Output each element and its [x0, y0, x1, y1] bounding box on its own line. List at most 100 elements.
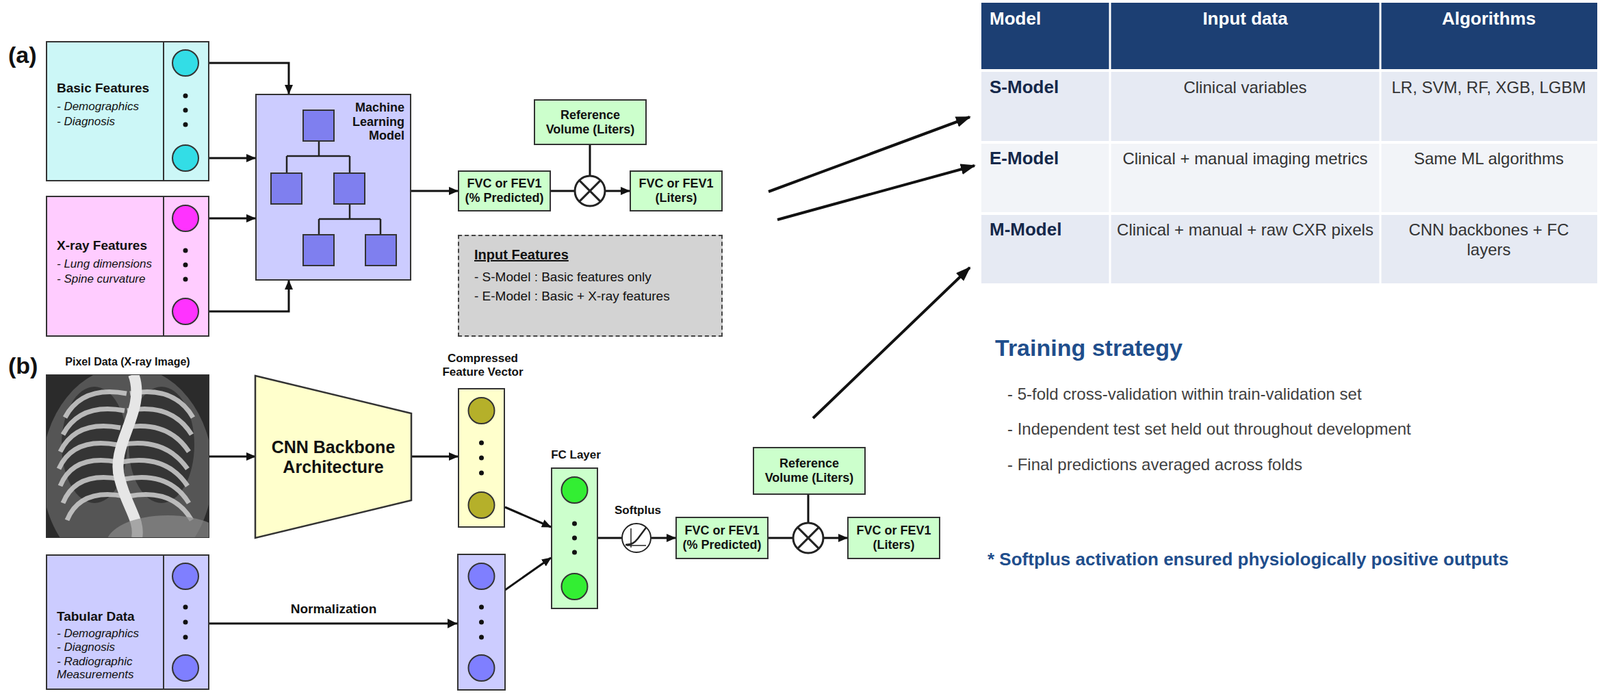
multiply-symbol	[807, 494, 810, 523]
node-title: Reference Volume (Liters)	[762, 456, 857, 485]
fc-circles	[561, 476, 588, 600]
fc-circles	[572, 521, 577, 527]
node-title: Machine Learning Model	[336, 100, 405, 144]
connector	[209, 455, 256, 458]
node-title: Softplus	[605, 503, 670, 518]
table-header: Algorithms	[1380, 8, 1598, 30]
table-header: Model	[989, 8, 1106, 30]
feature-strip	[172, 654, 199, 681]
connector	[411, 455, 458, 458]
tree-icon	[333, 173, 365, 204]
multiply-symbol	[578, 179, 601, 202]
softplus-icon	[625, 527, 647, 545]
output-box: FVC or FEV1 (% Predicted)	[457, 170, 551, 212]
table-grid	[981, 2, 1598, 70]
normalized-vector	[457, 554, 506, 690]
vector-circles	[468, 397, 495, 424]
vector-circles	[479, 470, 484, 476]
normalized-vector	[447, 618, 458, 629]
feature-strip	[163, 554, 199, 690]
table-grid	[1109, 2, 1112, 284]
node-title: FVC or FEV1 (% Predicted)	[680, 523, 764, 552]
table-cell: LR, SVM, RF, XGB, LGBM	[1387, 78, 1591, 98]
output-box: FVC or FEV1 (Liters)	[847, 516, 941, 560]
multiply-symbol	[574, 145, 605, 206]
table-grid	[981, 2, 1598, 284]
reference-box: Reference Volume (Liters)	[752, 446, 866, 495]
xray-image	[60, 426, 121, 452]
table-grid	[1379, 2, 1382, 284]
node-title: FVC or FEV1 (Liters)	[635, 176, 718, 205]
node-text: - S-Model : Basic features only	[474, 269, 715, 285]
node-title: CNN Backbone Architecture	[264, 437, 402, 477]
xray-image	[45, 374, 210, 538]
table-grid	[981, 71, 1598, 141]
node-title: FVC or FEV1 (% Predicted)	[463, 176, 546, 205]
node-title: X-ray Features	[56, 238, 155, 254]
feature-strip	[163, 195, 199, 337]
table-cell: E-Model	[989, 147, 1106, 170]
note-box: Input Features - S-Model : Basic features…	[457, 234, 723, 337]
multiply-symbol	[578, 179, 601, 202]
tree-icon	[303, 234, 334, 266]
normalized-vector	[447, 554, 506, 690]
feature-strip	[172, 145, 199, 172]
table-cell: S-Model	[989, 76, 1106, 98]
footnote: * Softplus activation ensured physiologi…	[987, 548, 1549, 571]
panel-letter: (a)	[8, 41, 37, 70]
xray-image	[67, 494, 125, 521]
softplus-icon	[625, 527, 647, 548]
node-title: FC Layer	[528, 448, 624, 462]
xray-image	[45, 374, 210, 538]
fc-circles	[561, 476, 588, 503]
table-header: Input data	[1110, 8, 1381, 30]
xray-image	[65, 392, 127, 418]
fc-circles	[572, 535, 577, 541]
feature-strip	[183, 108, 189, 113]
feature-strip	[183, 620, 189, 625]
table-cell: Same ML algorithms	[1387, 149, 1591, 170]
normalized-vector	[468, 654, 495, 681]
node-title: FVC or FEV1 (Liters)	[852, 523, 935, 552]
output-box: FVC or FEV1 (Liters)	[629, 170, 723, 212]
node-title: Basic Features	[56, 80, 155, 96]
node-text: - Demographics	[56, 99, 155, 114]
node-title: Input Features	[474, 247, 715, 263]
multiply-symbol	[797, 526, 819, 549]
table-grid	[981, 214, 1598, 284]
multiply-symbol	[589, 145, 592, 176]
node-text: - Diagnosis	[56, 640, 155, 655]
bullet-text: - Final predictions averaged across fold…	[1007, 455, 1303, 475]
connector	[411, 190, 458, 193]
connector	[598, 537, 622, 540]
pointer-arrow	[777, 165, 975, 220]
multiply-symbol	[793, 494, 824, 553]
xray-image	[117, 374, 137, 538]
feature-strip	[183, 635, 189, 640]
feature-strip	[172, 205, 199, 232]
feature-strip	[183, 122, 189, 128]
multiply-symbol	[797, 526, 819, 549]
feature-strip	[183, 604, 189, 610]
node-text: - Demographics	[56, 626, 155, 641]
pointer-arrow	[768, 117, 970, 192]
edge-label: Normalization	[270, 601, 397, 618]
xray-image	[62, 409, 125, 435]
multiply-symbol	[574, 175, 605, 206]
feature-strip	[163, 41, 199, 182]
node-title: Compressed Feature Vector	[431, 351, 534, 379]
bullet-text: - 5-fold cross-validation within train-v…	[1007, 384, 1362, 405]
activation-circle: Softplus	[621, 522, 652, 553]
xray-image	[60, 460, 118, 486]
cnn-trapezoid-shape	[255, 375, 412, 538]
tree-icon	[303, 110, 334, 141]
table-cell: Clinical variables	[1116, 78, 1374, 98]
feature-strip	[172, 563, 199, 590]
connector	[505, 507, 551, 527]
feature-strip	[172, 49, 199, 76]
vector-circles	[468, 397, 495, 519]
feature-strip	[183, 248, 189, 254]
vector-circles	[468, 492, 495, 519]
